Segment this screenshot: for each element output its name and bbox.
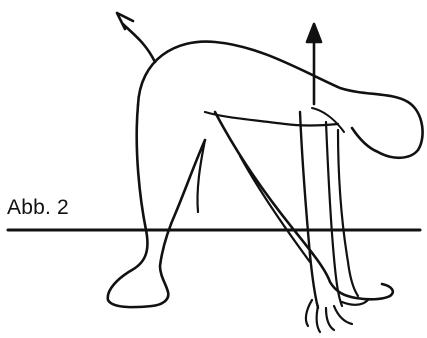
hand-outline-icon	[306, 300, 368, 332]
hip-arrow-head-icon	[117, 13, 133, 29]
far-arm-outline	[338, 130, 358, 296]
belly-line	[205, 112, 338, 126]
near-arm-outline	[300, 112, 318, 308]
back-leg-outline	[108, 105, 205, 307]
back-arrow-head-icon	[307, 24, 321, 42]
torso-outline	[138, 42, 423, 158]
hip-arrow-shaft	[123, 24, 155, 62]
front-leg-outline	[215, 112, 393, 299]
shoulder-line	[312, 108, 344, 132]
